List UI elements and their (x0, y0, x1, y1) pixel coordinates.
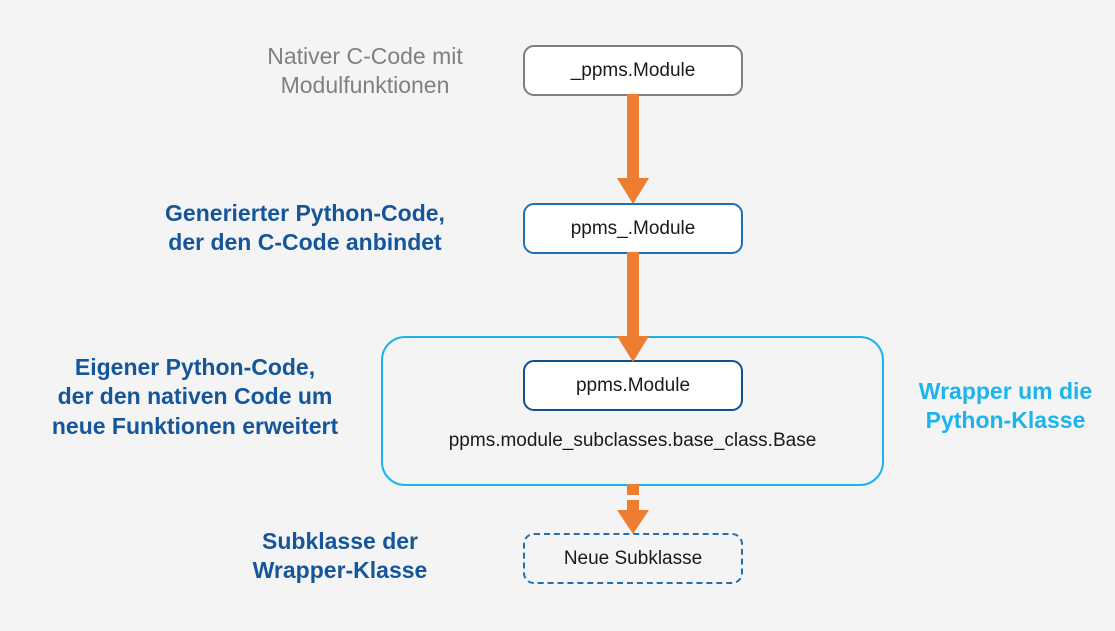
node-new-subclass-label: Neue Subklasse (563, 547, 703, 569)
node-ppms-python-module-label: ppms.Module (575, 374, 691, 396)
label-subclass-of-wrapper: Subklasse der Wrapper-Klasse (252, 528, 428, 584)
arrow-generated-to-python-icon (617, 252, 649, 362)
label-generated-python-code: Generierter Python-Code, der den C-Code … (165, 200, 445, 256)
node-ppms-generated-module-label: ppms_.Module (570, 217, 696, 239)
node-base-class-path: ppms.module_subclasses.base_class.Base (448, 430, 817, 451)
label-wrapper-around-python-class: Wrapper um die Python-Klasse (918, 378, 1093, 434)
node-ppms-c-module[interactable]: _ppms.Module (523, 45, 743, 96)
arrow-wrapper-to-subclass-icon (617, 484, 649, 534)
node-ppms-python-module[interactable]: ppms.Module (523, 360, 743, 411)
arrow-c-to-generated-icon (617, 94, 649, 204)
label-native-c-code: Nativer C-Code mit Modulfunktionen (267, 43, 463, 99)
node-ppms-c-module-label: _ppms.Module (570, 59, 696, 81)
label-own-python-code: Eigener Python-Code, der den nativen Cod… (51, 354, 339, 439)
node-new-subclass[interactable]: Neue Subklasse (523, 533, 743, 584)
node-ppms-generated-module[interactable]: ppms_.Module (523, 203, 743, 254)
